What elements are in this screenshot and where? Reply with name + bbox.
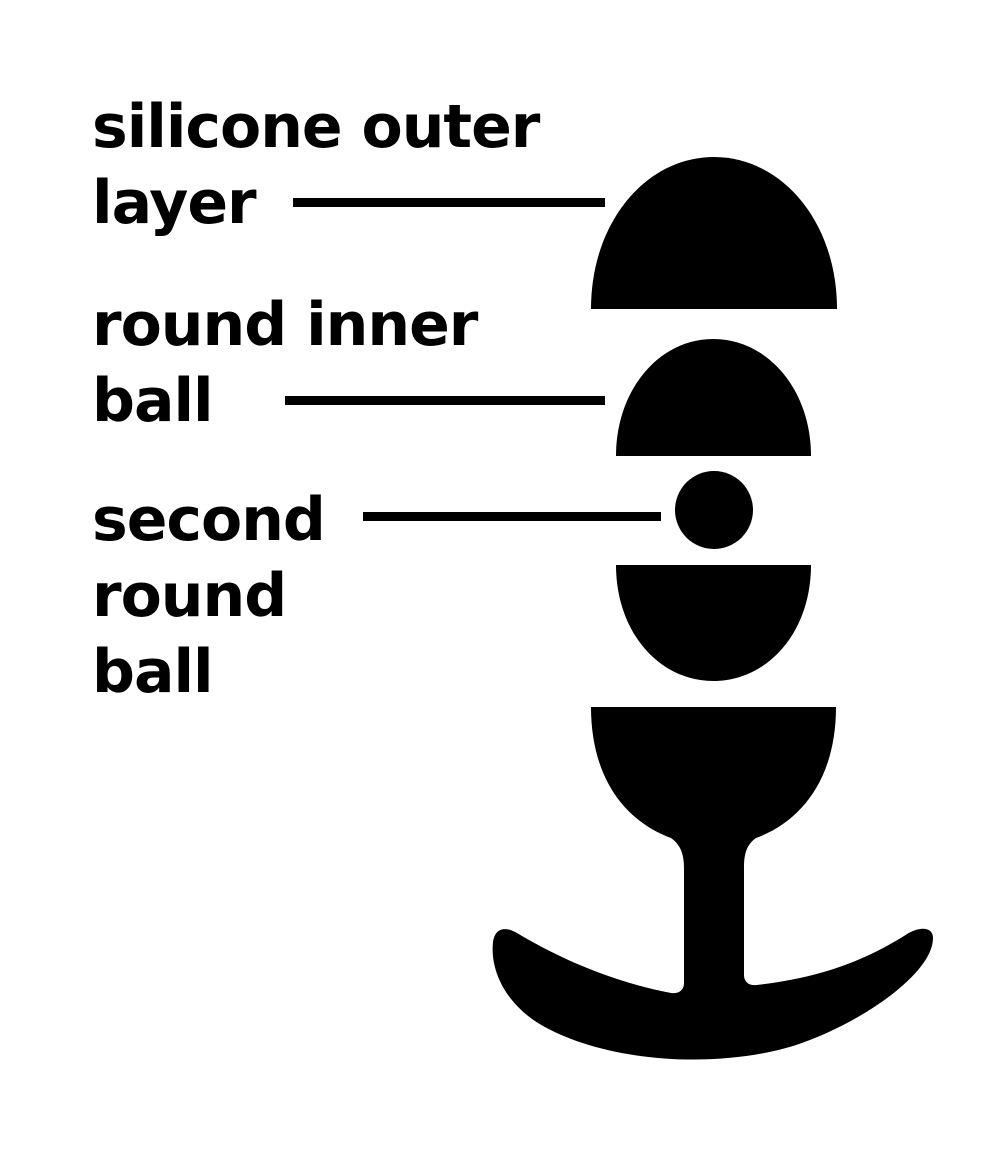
label-line: second (92, 485, 326, 555)
label-line: ball (92, 366, 214, 436)
silicone-outer-layer-shape (591, 157, 837, 309)
silicone-base-shape (492, 707, 933, 1060)
inner-ball-top-shape (616, 339, 811, 456)
label-line: round (92, 561, 287, 631)
inner-ball-bottom-shape (616, 565, 811, 681)
label-line: silicone outer (92, 92, 540, 162)
label-line: layer (92, 168, 257, 238)
label-round-inner-ball: round inner ball (92, 287, 478, 439)
leader-line-inner-ball (285, 396, 605, 405)
label-line: round inner (92, 290, 478, 360)
label-silicone-outer-layer: silicone outer layer (92, 89, 540, 241)
leader-line-outer-layer (293, 198, 605, 207)
second-round-ball-shape (675, 471, 753, 549)
label-second-round-ball: second round ball (92, 482, 326, 710)
label-line: ball (92, 637, 214, 707)
leader-line-second-ball (363, 512, 661, 521)
